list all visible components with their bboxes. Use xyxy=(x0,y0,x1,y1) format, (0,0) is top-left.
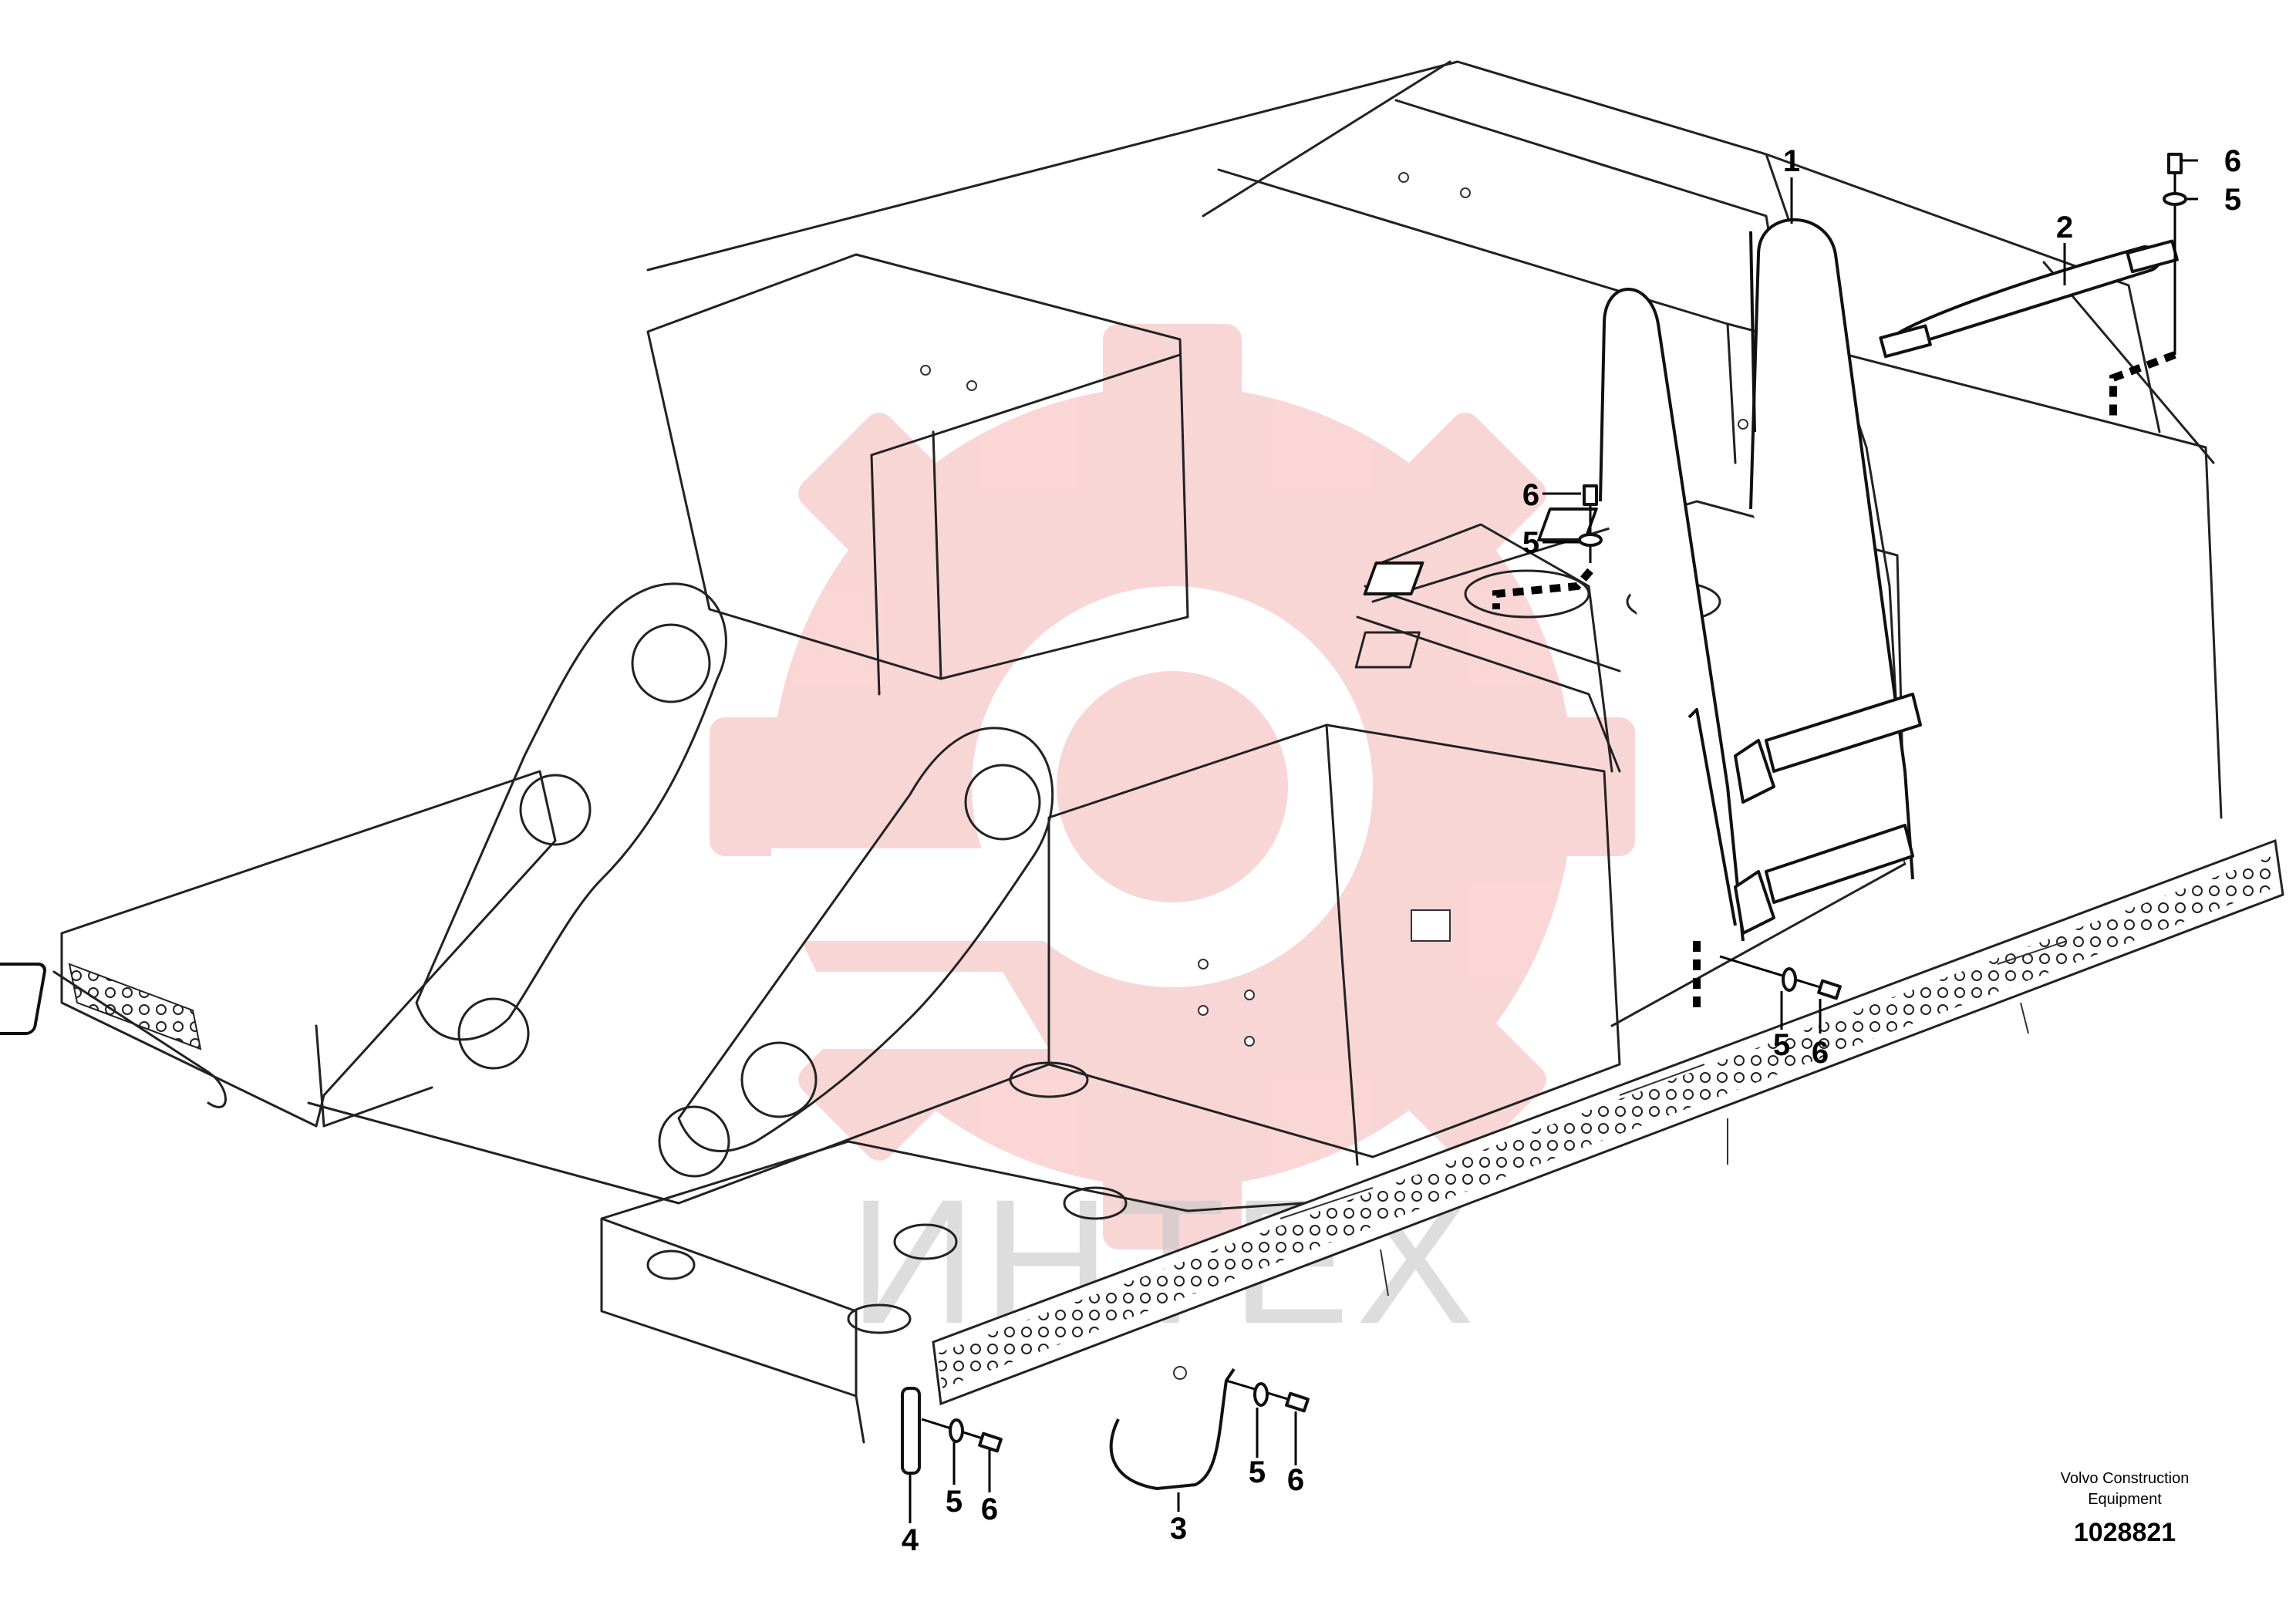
callout-5-side: 5 xyxy=(946,1485,963,1519)
callout-1: 1 xyxy=(1783,144,1800,178)
callout-4: 4 xyxy=(902,1523,919,1557)
callout-6-ladder: 6 xyxy=(1812,1036,1829,1070)
callout-6-handle: 6 xyxy=(1287,1463,1304,1497)
leader-lines xyxy=(909,159,2198,1523)
callout-5-handle: 5 xyxy=(1249,1455,1266,1489)
callout-labels: 1 2 3 4 5 6 5 6 5 6 5 6 5 6 xyxy=(902,144,2241,1557)
company-name-line1: Volvo Construction xyxy=(2061,1470,2190,1487)
bolt-icon xyxy=(2167,153,2183,174)
washer-icon xyxy=(2163,192,2187,206)
callout-3: 3 xyxy=(1170,1512,1187,1546)
part-2-handrail xyxy=(1879,239,2179,359)
part-1-ladder xyxy=(1363,218,1922,942)
callout-5-top-right: 5 xyxy=(2224,183,2241,217)
callout-6-top-right: 6 xyxy=(2224,144,2241,178)
callout-6-mid: 6 xyxy=(1522,478,1539,512)
fasteners xyxy=(921,153,2187,1453)
walkway-plates xyxy=(68,838,2284,1406)
callout-5-ladder: 5 xyxy=(1773,1028,1790,1062)
drawing-number: 1028821 xyxy=(2074,1518,2176,1547)
part-3-grab-handle xyxy=(1109,1366,1236,1490)
company-name-line2: Equipment xyxy=(2088,1491,2162,1508)
callout-6-side: 6 xyxy=(981,1492,998,1526)
part-4-side-handle xyxy=(901,1387,921,1475)
callout-5-mid: 5 xyxy=(1522,526,1539,560)
caption-block: Volvo Construction Equipment 1028821 xyxy=(2061,1470,2190,1547)
callout-2: 2 xyxy=(2056,211,2073,244)
machine-frame xyxy=(0,60,2223,1444)
